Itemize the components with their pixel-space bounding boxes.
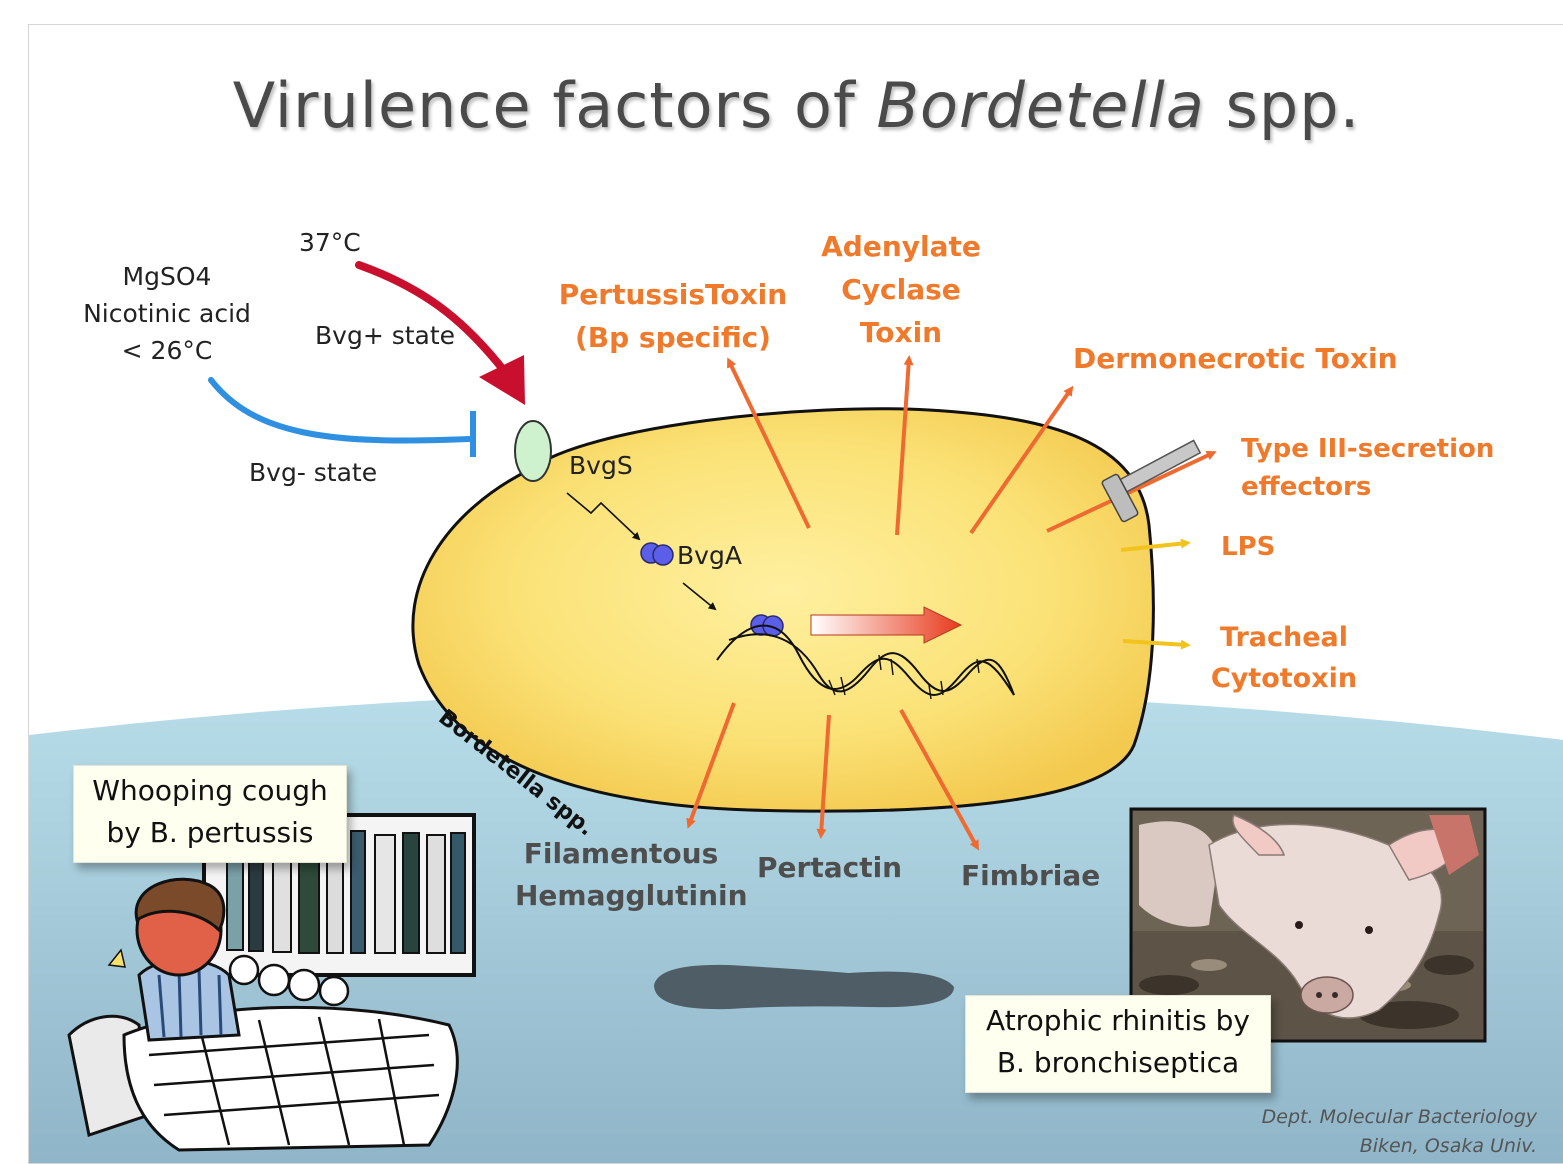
bvgs-label: BvgS (569, 451, 633, 480)
inhibitor-labels: MgSO4 Nicotinic acid < 26°C (77, 258, 257, 369)
phosphorelay-arrow (566, 492, 641, 541)
arrow-fimbriae (899, 709, 979, 851)
type3-effectors-label: Type III-secretion effectors (1241, 434, 1495, 502)
cell-shadow (654, 964, 954, 1010)
transcription-arrow (810, 606, 963, 644)
pertussis-toxin-label: PertussisToxin (Bp specific) (558, 278, 788, 354)
bvga-binding-arrow (682, 582, 717, 611)
lps-label: LPS (1221, 532, 1276, 562)
atrophic-rhinitis-caption: Atrophic rhinitis by B. bronchiseptica (965, 995, 1271, 1093)
bvg-plus-label: Bvg+ state (315, 321, 456, 350)
slide: Virulence factors of Bordetella spp. 37°… (28, 24, 1563, 1164)
inhibitor-nicotinic-acid: Nicotinic acid (83, 299, 251, 328)
dermonecrotic-toxin-label: Dermonecrotic Toxin (1073, 342, 1398, 375)
tracheal-cytotoxin-label: Tracheal Cytotoxin (1210, 622, 1358, 694)
adenylate-cyclase-label: Adenylate Cyclase Toxin (821, 230, 981, 349)
credit-text: Dept. Molecular Bacteriology Biken, Osak… (1261, 1106, 1537, 1157)
bvg-plus-arrowhead (479, 355, 525, 405)
arrow-pertussis-toxin (727, 357, 811, 529)
bvga-dimer-icon (652, 544, 674, 566)
bacterium-cell (411, 407, 1155, 813)
bvg-plus-arrow (355, 261, 513, 381)
filamentous-hemagglutinin-label: Filamentous Hemagglutinin (515, 837, 748, 912)
arrow-tracheal (1122, 639, 1191, 650)
inhibitor-mgso4: MgSO4 (122, 262, 212, 291)
arrow-type3 (1046, 451, 1217, 533)
arrow-lps (1120, 538, 1191, 552)
arrow-adenylate-cyclase (895, 355, 914, 536)
slide-title: Virulence factors of Bordetella spp. (232, 69, 1361, 142)
dna-strand-b (728, 633, 1015, 696)
bvgs-sensor-icon (514, 420, 552, 482)
dna-base-pairs (828, 654, 980, 700)
pertactin-label: Pertactin (757, 851, 903, 884)
bvg-minus-inhibit-line (208, 377, 472, 444)
whooping-cough-illustration (67, 813, 476, 1152)
bvga-label: BvgA (677, 541, 742, 570)
whooping-cough-caption: Whooping cough by B. pertussis (73, 765, 347, 863)
arrow-pertactin (816, 714, 831, 839)
diagram-canvas (29, 261, 1563, 1163)
inhibitor-temp: < 26°C (121, 336, 213, 365)
arrow-dermonecrotic (969, 385, 1074, 535)
arrow-fha (686, 702, 736, 829)
temp-37c-label: 37°C (299, 228, 361, 257)
bvg-minus-label: Bvg- state (249, 458, 378, 487)
type3-secretion-needle-icon (1101, 439, 1202, 523)
fimbriae-label: Fimbriae (961, 859, 1101, 892)
